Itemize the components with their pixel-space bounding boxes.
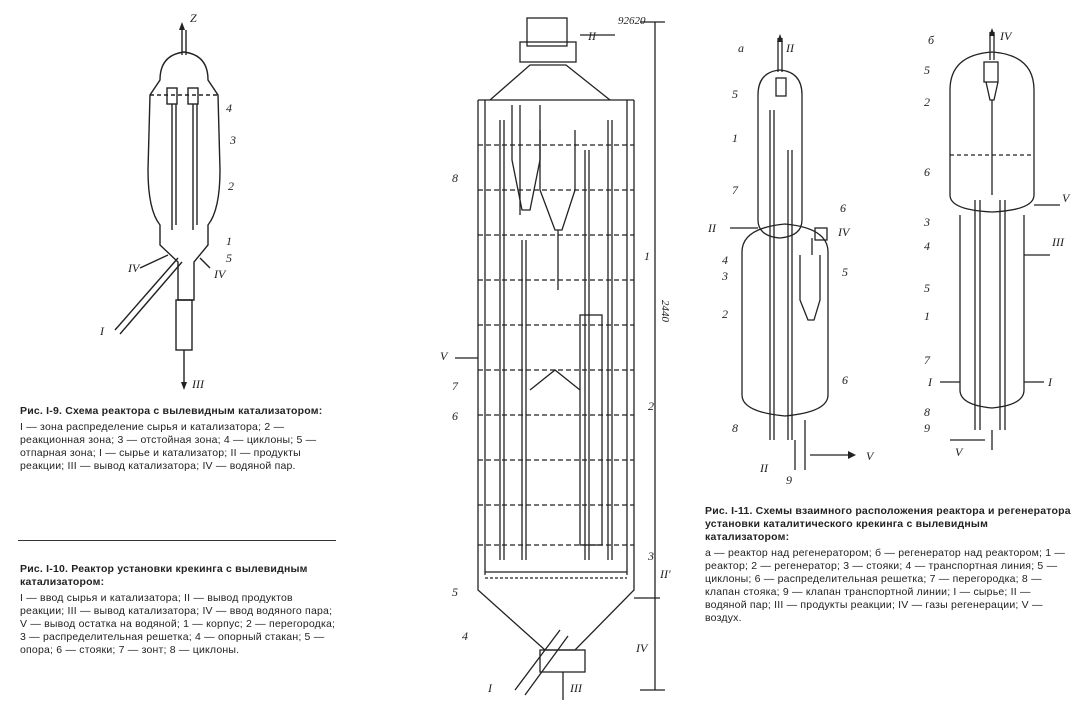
fig11a-label-IV: IV xyxy=(837,225,851,239)
fig11b-label-2: 2 xyxy=(924,95,930,109)
fig10-label-3: 3 xyxy=(647,549,654,563)
fig11a-label-V: V xyxy=(866,449,875,463)
fig9-label-Z: Z xyxy=(190,11,197,25)
fig10-label-4: 4 xyxy=(462,629,468,643)
fig11b-label-b: б xyxy=(928,33,935,47)
fig11a-label-II-top: II xyxy=(785,41,795,55)
fig11b-label-9: 9 xyxy=(924,421,930,435)
fig9-label-3: 3 xyxy=(229,133,236,147)
fig11-caption-title: Рис. I-11. Схемы взаимного расположения … xyxy=(705,505,1071,543)
fig11-caption: Рис. I-11. Схемы взаимного расположения … xyxy=(705,505,1075,625)
fig11a-label-a: а xyxy=(738,41,744,55)
fig10-dim-height: 2440 xyxy=(659,300,671,323)
fig11-caption-text: а — реактор над регенератором; б — реген… xyxy=(705,547,1066,624)
fig11b-label-V-top: V xyxy=(1062,191,1071,205)
fig10-caption-title: Рис. I-10. Реактор установки крекинга с … xyxy=(20,563,308,588)
fig11a-label-7: 7 xyxy=(732,183,739,197)
fig11b-label-4: 4 xyxy=(924,239,930,253)
fig10-label-III: III xyxy=(569,681,583,695)
fig9-label-IV-right: IV xyxy=(213,267,227,281)
divider-line xyxy=(18,540,336,541)
fig11b-label-5-mid: 5 xyxy=(924,281,930,295)
fig10-label-6: 6 xyxy=(452,409,458,423)
fig10-label-2: 2 xyxy=(648,399,654,413)
fig10-label-IV: IV xyxy=(635,641,649,655)
fig11a-label-5-top: 5 xyxy=(732,87,738,101)
fig11a-label-II-bottom: II xyxy=(759,461,769,475)
fig11a-label-2: 2 xyxy=(722,307,728,321)
fig10-label-II-right: II' xyxy=(659,567,671,581)
fig11b-label-I-right: I xyxy=(1047,375,1053,389)
fig11b-label-7: 7 xyxy=(924,353,931,367)
fig11b-label-V-bottom: V xyxy=(955,445,964,459)
fig9-label-III: III xyxy=(191,377,205,391)
fig9-label-IV-left: IV xyxy=(127,261,141,275)
fig11b-label-5-top: 5 xyxy=(924,63,930,77)
fig11b-label-I-left: I xyxy=(927,375,933,389)
fig11a-label-8: 8 xyxy=(732,421,738,435)
fig9-label-2: 2 xyxy=(228,179,234,193)
fig11a-label-6-bottom: 6 xyxy=(842,373,848,387)
fig10-label-7: 7 xyxy=(452,379,459,393)
fig10-label-8: 8 xyxy=(452,171,458,185)
fig10-label-5: 5 xyxy=(452,585,458,599)
fig11a-label-4: 4 xyxy=(722,253,728,267)
fig11a-label-6-top: 6 xyxy=(840,201,846,215)
fig10-dim-top: 92620 xyxy=(618,15,646,27)
fig9-label-I: I xyxy=(99,324,105,338)
fig11a-label-II-left: II xyxy=(707,221,717,235)
fig9-label-4: 4 xyxy=(226,101,232,115)
fig11a-label-1: 1 xyxy=(732,131,738,145)
fig11b-label-1: 1 xyxy=(924,309,930,323)
fig10-caption-text: I — ввод сырья и катализатора; II — выво… xyxy=(20,592,336,656)
fig11a-label-9: 9 xyxy=(786,473,792,487)
fig9-caption: Рис. I-9. Схема реактора с вылевидным ка… xyxy=(20,405,338,473)
fig11a-label-5-mid: 5 xyxy=(842,265,848,279)
fig11b-label-III: III xyxy=(1051,235,1065,249)
fig10-label-V: V xyxy=(440,349,449,363)
fig9-caption-text: I — зона распределение сырья и катализат… xyxy=(20,421,317,472)
fig10-label-II-top: II xyxy=(587,29,597,43)
fig11b-label-3: 3 xyxy=(923,215,930,229)
fig9-label-5: 5 xyxy=(226,251,232,265)
fig9-label-1: 1 xyxy=(226,234,232,248)
fig10-label-1: 1 xyxy=(644,249,650,263)
fig11a-label-3: 3 xyxy=(721,269,728,283)
fig9-caption-title: Рис. I-9. Схема реактора с вылевидным ка… xyxy=(20,405,323,417)
fig11b-label-8: 8 xyxy=(924,405,930,419)
fig10-caption: Рис. I-10. Реактор установки крекинга с … xyxy=(20,563,340,657)
fig11b-label-6: 6 xyxy=(924,165,930,179)
fig11b-label-IV: IV xyxy=(999,29,1013,43)
fig10-label-I: I xyxy=(487,681,493,695)
